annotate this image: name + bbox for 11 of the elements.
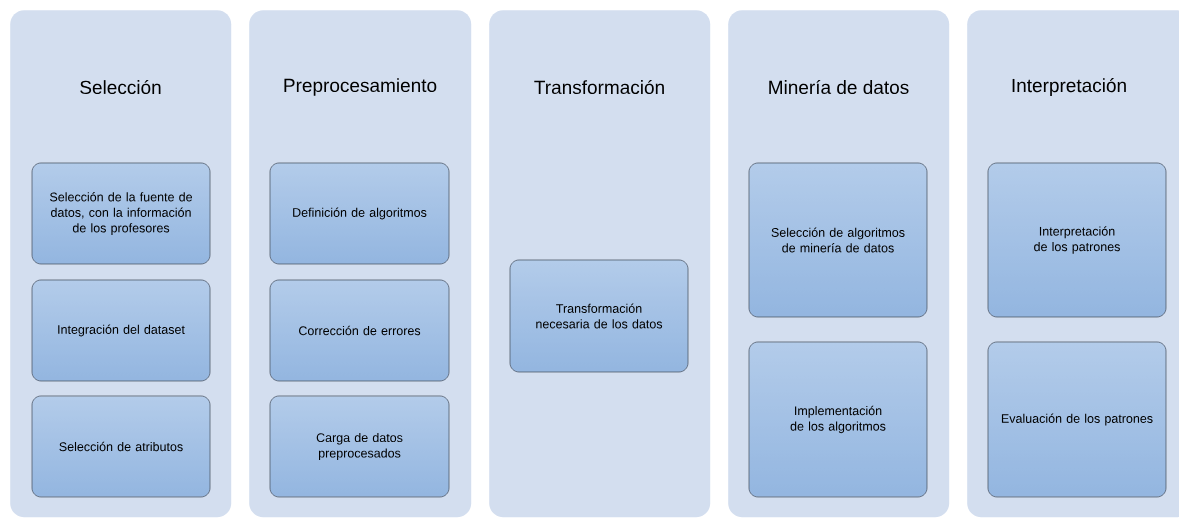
process-box: Selección de algoritmos de minería de datos bbox=[748, 162, 928, 318]
process-box: Transformación necesaria de los datos bbox=[509, 259, 689, 373]
process-box: Definición de algoritmos bbox=[269, 162, 450, 265]
process-box: Evaluación de los patrones bbox=[987, 341, 1167, 498]
process-box: Integración del dataset bbox=[31, 279, 211, 382]
process-box: Implementación de los algoritmos bbox=[748, 341, 928, 498]
process-box: Interpretación de los patrones bbox=[987, 162, 1167, 318]
process-box: Carga de datos preprocesados bbox=[269, 395, 450, 498]
process-box: Selección de atributos bbox=[31, 395, 211, 498]
process-box: Selección de la fuente de datos, con la información de los profesores bbox=[31, 162, 211, 265]
process-box: Corrección de errores bbox=[269, 279, 450, 382]
